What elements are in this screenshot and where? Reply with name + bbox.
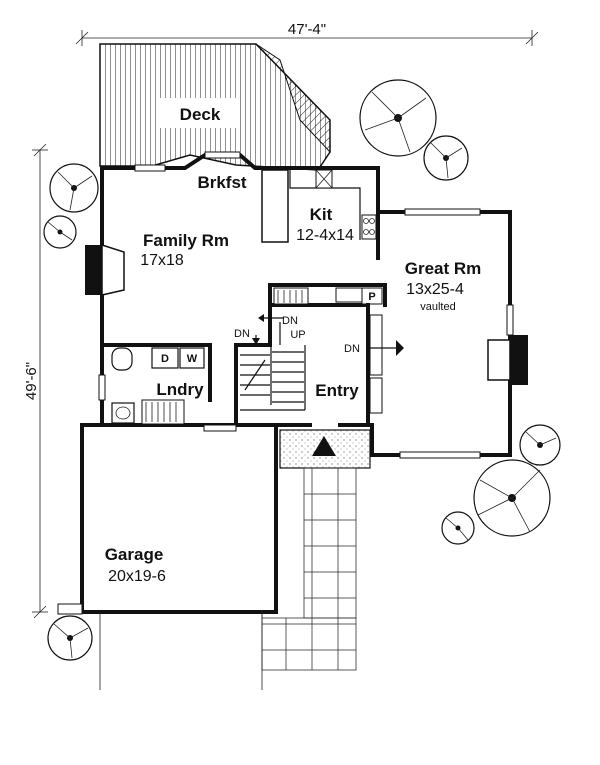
kitchen-label: Kit — [310, 205, 333, 224]
great-room-note: vaulted — [420, 301, 455, 313]
deck-label: Deck — [180, 105, 221, 124]
stair-dn-right-label: DN — [282, 315, 298, 327]
front-stoop — [279, 429, 371, 469]
stair-dn-left-label: DN — [234, 328, 250, 340]
garage-size: 20x19-6 — [108, 568, 166, 585]
tree-bottom-left — [47, 615, 93, 661]
width-dimension-label: 47'-4" — [288, 21, 326, 38]
great-room-label: Great Rm — [405, 259, 482, 278]
great-room-size: 13x25-4 — [406, 281, 464, 298]
front-walkway — [261, 467, 357, 671]
garage-label: Garage — [105, 545, 164, 564]
laundry-fixtures — [111, 347, 205, 424]
tree-bottom-right — [441, 424, 561, 545]
driveway — [57, 603, 263, 690]
kitchen-size: 12-4x14 — [296, 227, 354, 244]
interior-walls — [100, 169, 387, 432]
great-room-dn-label: DN — [344, 343, 360, 355]
pantry-label: P — [368, 291, 375, 303]
entry-label: Entry — [315, 381, 359, 400]
exterior-walls — [80, 153, 512, 614]
great-room-fireplace — [487, 335, 528, 385]
windows — [98, 151, 514, 459]
family-room-label: Family Rm — [143, 231, 229, 250]
depth-dimension-line — [32, 143, 48, 619]
dryer-label: D — [161, 353, 169, 365]
tree-left-upper — [43, 163, 99, 249]
depth-dimension-label: 49'-6" — [23, 362, 40, 400]
tree-top-right — [359, 79, 469, 181]
width-dimension-line — [75, 30, 539, 46]
family-fireplace — [85, 243, 125, 296]
washer-label: W — [187, 353, 198, 365]
stair-up-label: UP — [290, 329, 305, 341]
great-room-dn-arrow — [368, 340, 404, 356]
stairs — [240, 314, 304, 405]
family-room-size: 17x18 — [140, 252, 184, 269]
breakfast-label: Brkfst — [197, 173, 246, 192]
laundry-label: Lndry — [156, 380, 204, 399]
